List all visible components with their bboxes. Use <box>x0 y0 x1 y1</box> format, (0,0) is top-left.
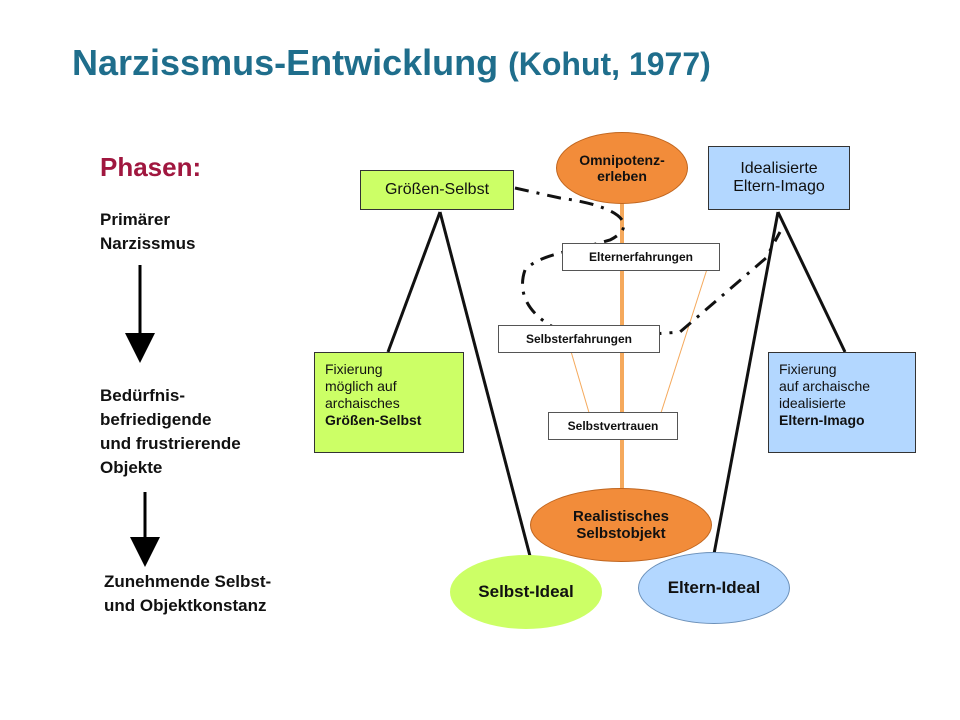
node-selbst-ideal: Selbst-Ideal <box>450 555 602 629</box>
node-realistisches-selbstobjekt: Realistisches Selbstobjekt <box>530 488 712 562</box>
fix-right-text: Fixierung auf archaische idealisierte <box>779 361 871 411</box>
phases-heading: Phasen: <box>100 152 202 182</box>
line-imago-fix <box>776 211 847 353</box>
box-fixierung-groessen-selbst: Fixierung möglich auf archaisches Größen… <box>314 352 464 453</box>
box-fixierung-eltern-imago: Fixierung auf archaische idealisierte El… <box>768 352 916 453</box>
title-main: Narzissmus-Entwicklung <box>72 42 499 83</box>
line-imago-elternideal <box>712 211 780 555</box>
phase-primary-narcissism: Primärer Narzissmus <box>100 210 196 253</box>
phase-constancy: Zunehmende Selbst- und Objektkonstanz <box>104 572 272 615</box>
node-idealisierte-eltern-imago: Idealisierte Eltern-Imago <box>708 146 850 210</box>
thin-line-right <box>659 265 709 417</box>
node-selbstvertrauen: Selbstvertrauen <box>548 412 678 440</box>
title-sub: (Kohut, 1977) <box>508 46 711 82</box>
fix-right-bold: Eltern-Imago <box>779 412 865 428</box>
line-groessen-fix <box>386 211 442 353</box>
node-groessen-selbst: Größen-Selbst <box>360 170 514 210</box>
fix-left-text: Fixierung möglich auf archaisches <box>325 361 400 411</box>
node-elternerfahrungen: Elternerfahrungen <box>562 243 720 271</box>
node-selbsterfahrungen: Selbsterfahrungen <box>498 325 660 353</box>
node-eltern-ideal: Eltern-Ideal <box>638 552 790 624</box>
phase-need-objects: Bedürfnis- befriedigende und frustrieren… <box>100 386 241 477</box>
fix-left-bold: Größen-Selbst <box>325 412 422 428</box>
page-title: Narzissmus-Entwicklung (Kohut, 1977) <box>72 42 711 84</box>
line-groessen-selbstideal <box>438 211 532 557</box>
node-omnipotenz: Omnipotenz- erleben <box>556 132 688 204</box>
thin-line-left <box>569 347 591 417</box>
